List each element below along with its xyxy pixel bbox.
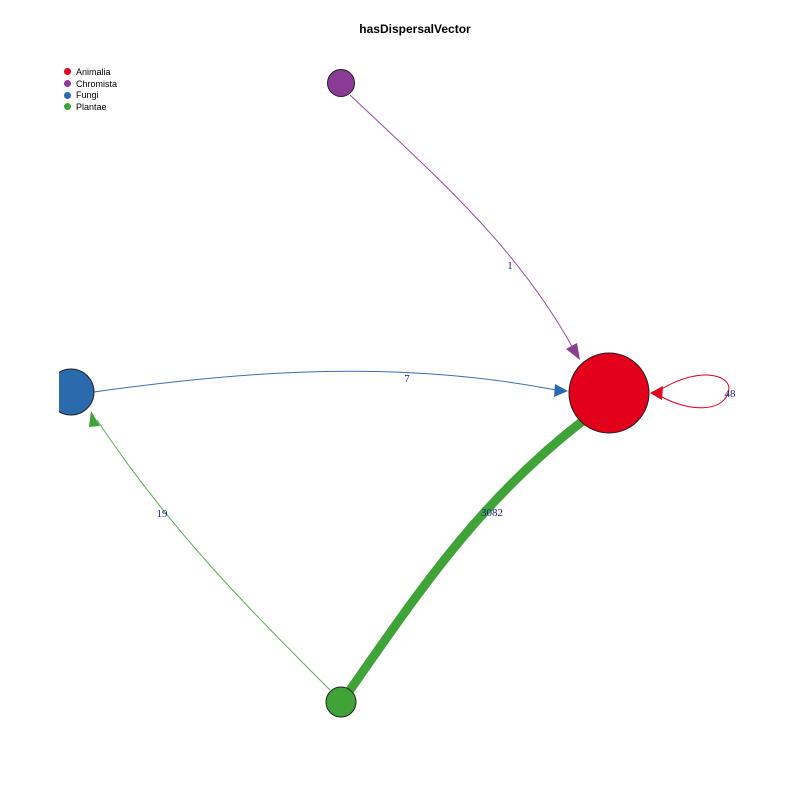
legend-item-chromista: Chromista (64, 78, 117, 90)
edge-chromista-animalia (349, 94, 576, 353)
legend-label-animalia: Animalia (76, 66, 111, 77)
arrowhead-animalia-self-loop (650, 386, 663, 400)
edge-label-animalia-self-loop: 48 (725, 388, 737, 400)
legend-item-plantae: Plantae (64, 101, 117, 113)
edge-animalia-self-loop (659, 374, 730, 409)
node-chromista (327, 69, 355, 97)
legend: Animalia Chromista Fungi Plantae (64, 66, 117, 113)
plot-clip-mask (0, 360, 59, 430)
arrowhead-fungi-animalia (554, 384, 568, 397)
node-plantae (325, 686, 357, 718)
edge-plantae-fungi (96, 419, 331, 691)
legend-item-fungi: Fungi (64, 89, 117, 101)
legend-dot-animalia (64, 68, 71, 76)
edge-plantae-animalia (346, 416, 587, 693)
legend-label-fungi: Fungi (76, 90, 99, 101)
legend-dot-chromista (64, 80, 71, 88)
edge-label-chromista-animalia: 1 (507, 260, 513, 272)
legend-dot-fungi (64, 91, 71, 99)
edge-label-fungi-animalia: 7 (404, 373, 410, 385)
arrowhead-plantae-fungi (89, 411, 100, 427)
legend-item-animalia: Animalia (64, 66, 117, 78)
edge-label-plantae-animalia: 3082 (481, 507, 503, 519)
legend-label-chromista: Chromista (76, 78, 118, 89)
edge-fungi-animalia (93, 370, 557, 393)
chart-title: hasDispersalVector (359, 22, 471, 36)
edge-label-plantae-fungi: 19 (157, 508, 169, 520)
legend-label-plantae: Plantae (76, 101, 107, 112)
arrowhead-chromista-animalia (566, 343, 580, 360)
legend-dot-plantae (64, 103, 71, 111)
node-animalia (568, 352, 650, 434)
